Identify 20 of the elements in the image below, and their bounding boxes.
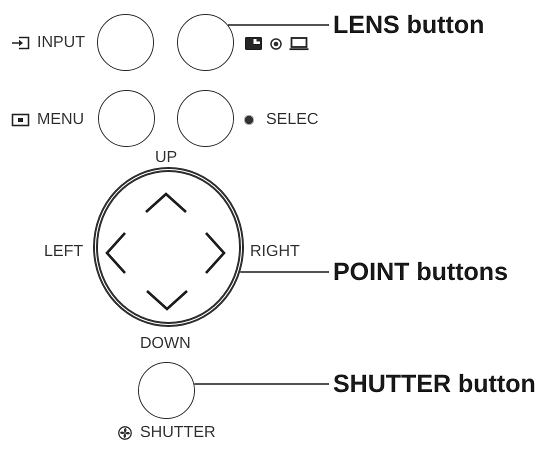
leader-line: [194, 383, 329, 385]
round-button: [177, 90, 234, 147]
button-label: SELEC: [266, 111, 318, 129]
callout-label: POINT buttons: [329, 257, 508, 287]
button-label: LEFT: [44, 243, 84, 261]
leader-line: [228, 24, 329, 26]
leader-line: [240, 271, 329, 273]
callout-label: LENS button: [329, 10, 484, 40]
round-button: [177, 14, 234, 71]
button-label: RIGHT: [250, 243, 300, 261]
button-label: INPUT: [37, 34, 85, 52]
button-label: DOWN: [140, 335, 191, 353]
callout-label: SHUTTER button: [329, 369, 536, 399]
button-label: MENU: [37, 111, 84, 129]
round-button: [138, 362, 195, 419]
round-button: [97, 14, 154, 71]
button-label: UP: [155, 149, 178, 167]
button-label: SHUTTER: [140, 424, 216, 442]
direction-pad: [93, 167, 244, 327]
round-button: [98, 90, 155, 147]
